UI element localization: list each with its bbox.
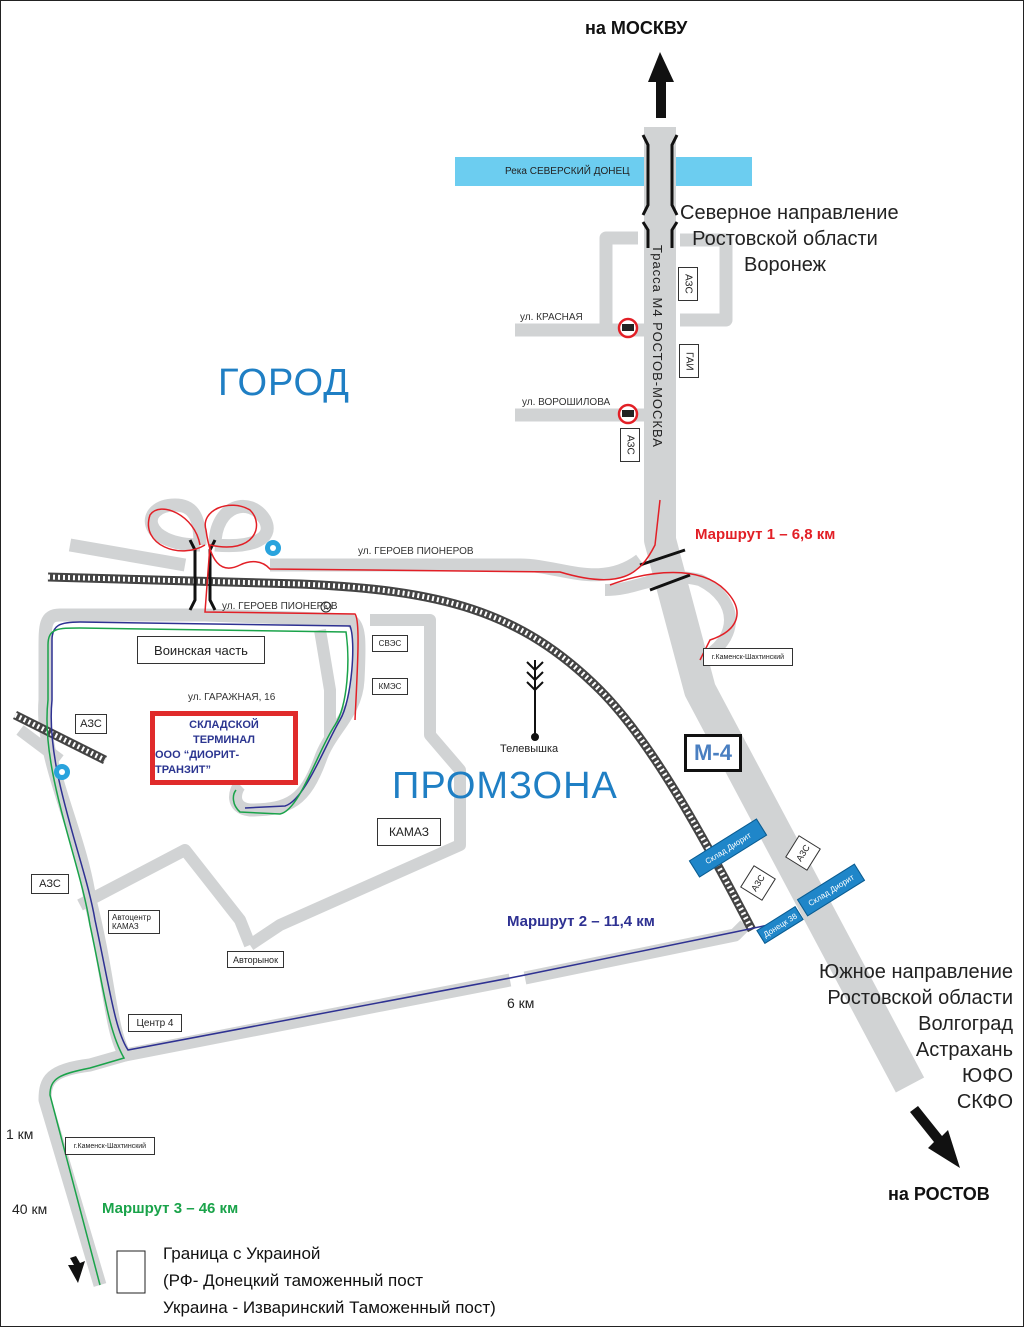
street-geroev-pionerov: ул. ГЕРОЕВ ПИОНЕРОВ xyxy=(358,546,474,557)
street-garazhnaya: ул. ГАРАЖНАЯ, 16 xyxy=(188,692,276,703)
street-geroev-pionerov: ул. ГЕРОЕВ ПИОНЕРОВ xyxy=(222,601,338,612)
route-3-path xyxy=(46,627,349,1286)
route-3-label: Маршрут 3 – 46 км xyxy=(102,1200,239,1217)
tower-icon xyxy=(526,660,544,741)
legend-text: Граница с Украиной (РФ- Донецкий таможен… xyxy=(163,1240,496,1321)
south-region-line: Ростовской области xyxy=(827,987,1013,1009)
railway xyxy=(12,572,756,933)
warehouse-terminal: СКЛАДСКОЙ ТЕРМИНАЛ ООО “ДИОРИТ-ТРАНЗИТ” xyxy=(150,711,298,785)
truck-prohibited-icon xyxy=(617,403,639,425)
industrial-zone-label: ПРОМЗОНА xyxy=(392,765,618,807)
avtocenter-label: Автоцентр xyxy=(112,913,151,922)
south-direction-label: на РОСТОВ xyxy=(888,1184,990,1204)
south-region-line: Южное направление xyxy=(819,961,1013,983)
azs-box: АЗС xyxy=(620,428,640,462)
kamensk-sign: г.Каменск-Шахтинский xyxy=(65,1137,155,1155)
distance-label: 6 км xyxy=(507,995,535,1011)
south-region-block: Южное направление Ростовской области Вол… xyxy=(775,959,1025,1115)
legend-line: (РФ- Донецкий таможенный пост xyxy=(163,1271,423,1290)
north-region-line: Ростовской области xyxy=(692,228,878,250)
distance-label: 40 км xyxy=(12,1201,48,1217)
roundabout-icon xyxy=(265,540,281,556)
sves-box: СВЭС xyxy=(372,635,408,652)
terminal-line: ООО “ДИОРИТ-ТРАНЗИТ” xyxy=(155,749,240,776)
north-direction-label: на МОСКВУ xyxy=(585,18,688,38)
centr4-box: Центр 4 xyxy=(128,1014,182,1032)
highway-label: Трасса М4 РОСТОВ-МОСКВА xyxy=(650,245,665,448)
north-region-block: Северное направление Ростовской области … xyxy=(680,200,899,278)
m4-sign: M-4 xyxy=(684,734,742,772)
televyshka-label: Телевышка xyxy=(500,743,559,755)
legend-line: Украина - Изваринский Таможенный пост) xyxy=(163,1298,496,1317)
azs-box: АЗС xyxy=(75,714,107,734)
river-label: Река СЕВЕРСКИЙ ДОНЕЦ xyxy=(505,166,630,177)
azs-box: АЗС xyxy=(31,874,69,894)
military-unit-box: Воинская часть xyxy=(137,636,265,664)
kamensk-sign: г.Каменск-Шахтинский xyxy=(703,648,793,666)
river xyxy=(455,157,752,186)
legend-box xyxy=(116,1250,146,1294)
distance-label: 1 км xyxy=(6,1126,34,1142)
kmes-box: КМЭС xyxy=(372,678,408,695)
terminal-line: СКЛАДСКОЙ xyxy=(189,719,259,731)
city-label: ГОРОД xyxy=(218,362,350,404)
svg-text:A: A xyxy=(324,604,329,612)
north-region-line: Воронеж xyxy=(743,254,827,276)
avtocenter-label: КАМАЗ xyxy=(112,922,139,931)
route-2-label: Маршрут 2 – 11,4 км xyxy=(507,913,655,930)
route-2-path xyxy=(50,621,793,1051)
north-arrow-icon xyxy=(648,52,674,118)
truck-prohibited-icon xyxy=(617,317,639,339)
roundabout-icon xyxy=(54,764,70,780)
gai-box: ГАИ xyxy=(679,344,699,378)
route-1-path xyxy=(147,499,738,721)
azs-box: АЗС xyxy=(678,267,698,301)
south-region-line: Астрахань xyxy=(915,1039,1013,1061)
avtocenter-box: Автоцентр КАМАЗ xyxy=(108,910,160,934)
south-region-line: Волгоград xyxy=(918,1013,1013,1035)
route-1-label: Маршрут 1 – 6,8 км xyxy=(695,526,836,543)
north-region-line: Северное направление xyxy=(680,202,899,224)
legend-line: Граница с Украиной xyxy=(163,1244,321,1263)
small-south-arrow-icon xyxy=(68,1256,85,1283)
bus-stop-icon: A xyxy=(320,601,332,613)
avtorynok-box: Авторынок xyxy=(227,951,284,968)
terminal-line: ТЕРМИНАЛ xyxy=(192,734,256,746)
street-voroshilova: ул. ВОРОШИЛОВА xyxy=(522,397,611,408)
south-region-line: ЮФО xyxy=(962,1065,1013,1087)
roads xyxy=(16,127,925,1287)
south-arrow-icon xyxy=(910,1106,960,1168)
street-krasnaya: ул. КРАСНАЯ xyxy=(520,312,583,323)
south-region-line: СКФО xyxy=(956,1091,1013,1113)
kamaz-box: КАМАЗ xyxy=(377,818,441,846)
